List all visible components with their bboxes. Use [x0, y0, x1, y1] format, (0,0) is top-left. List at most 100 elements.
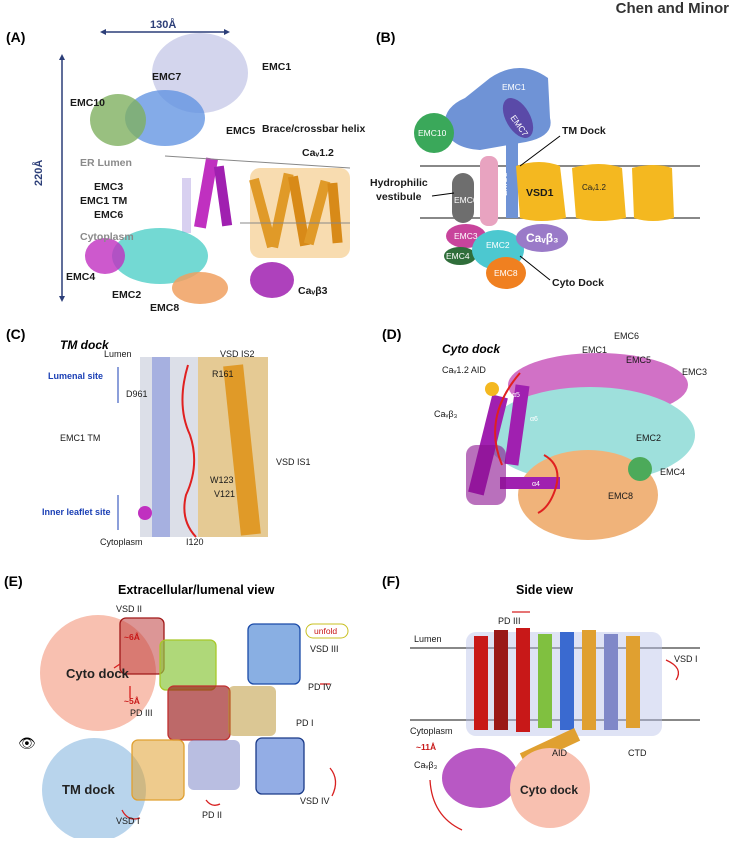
label-5a: ~5Å: [124, 696, 140, 706]
label-cytoplasm: Cytoplasm: [100, 537, 143, 547]
label-emc3: EMC3: [94, 181, 123, 193]
label-emc2: EMC2: [636, 433, 661, 443]
panel-b-letter: (B): [376, 29, 395, 45]
label-tm-dock: TM dock: [62, 782, 115, 797]
vestibule-leader: [432, 193, 454, 196]
rotation-arrow: [330, 768, 336, 796]
label-aid: Caᵥ1.2 AID: [442, 365, 486, 375]
label-emc4: EMC4: [66, 271, 95, 283]
label-aid: AID: [552, 748, 568, 758]
label-cav12: Caᵥ1.2: [302, 147, 334, 159]
label-r161: R161: [212, 369, 234, 379]
label-cyto-dock: Cyto dock: [520, 783, 578, 797]
emc1-tm-helix: [152, 357, 170, 537]
label-emc8: EMC8: [608, 491, 633, 501]
cavb3-core: [466, 445, 506, 505]
panel-f: (F) Side view PD III Lumen VSD I Cytopla…: [370, 568, 735, 838]
label-emc2: EMC2: [486, 240, 510, 250]
emc1-tm-helix: [182, 178, 191, 233]
panel-e: (E) Extracellular/lumenal view 👁 unfold: [0, 568, 370, 838]
label-ctd: CTD: [628, 748, 647, 758]
label-pd1: PD I: [296, 718, 314, 728]
label-emc1: EMC1: [582, 345, 607, 355]
label-cyto-dock: Cyto dock: [66, 666, 130, 681]
label-emc6: EMC6: [454, 195, 478, 205]
height-dimension-label: 220Å: [32, 160, 45, 186]
label-vsd4: VSD IV: [300, 796, 330, 806]
aid-helix: [485, 382, 499, 396]
pd-center: [168, 686, 276, 740]
arrowhead: [59, 296, 65, 302]
label-pd2: PD II: [202, 810, 222, 820]
arrowhead: [59, 54, 65, 60]
label-emc10: EMC10: [418, 128, 447, 138]
label-emc5: EMC5: [226, 125, 255, 137]
label-vsd-is2: VSD IS2: [220, 349, 255, 359]
arrowhead: [100, 29, 106, 35]
label-tm-dock: TM Dock: [562, 125, 606, 137]
panel-d: (D) Cyto dock EMC6 EMC1 EMC5 EMC3 Caᵥ1.2…: [370, 325, 735, 550]
label-pd3: PD III: [130, 708, 153, 718]
label-emc4: EMC4: [446, 251, 470, 261]
panel-a-figure: (A) 130Å 220Å EMC1 EMC7 EMC10 EMC5 Brace…: [0, 18, 370, 313]
cavb3-helix: [500, 477, 560, 489]
label-emc1: EMC1: [262, 61, 291, 73]
label-emc5: EMC5: [626, 355, 651, 365]
label-6a: ~6Å: [124, 632, 140, 642]
emc4-surface: [628, 457, 652, 481]
panel-f-title: Side view: [516, 583, 573, 597]
panel-d-letter: (D): [382, 326, 401, 342]
panel-e-figure: (E) Extracellular/lumenal view 👁 unfold: [0, 568, 370, 838]
label-emc2: EMC2: [112, 289, 141, 301]
author-header: Chen and Minor: [616, 0, 729, 17]
label-vsd1: VSD1: [526, 187, 554, 199]
panel-f-letter: (F): [382, 573, 400, 589]
emc5-shape: [480, 156, 498, 226]
label-vsd1: VSD I: [116, 816, 140, 826]
cav12-side-structure: [466, 628, 662, 736]
emc8-structure: [172, 272, 228, 304]
pd3-box: [160, 640, 216, 690]
label-pd3: PD III: [498, 616, 521, 626]
label-vsd-is1: VSD IS1: [276, 457, 311, 467]
panel-b: (B) EMC1 EMC7 EMC10 TM Dock EMC6 EMC5 VS…: [370, 18, 735, 313]
label-cavb3: Caᵥβ₃: [434, 409, 458, 419]
panel-e-title: Extracellular/lumenal view: [118, 583, 275, 597]
label-er-lumen: ER Lumen: [80, 157, 132, 169]
label-vsd3: VSD III: [310, 644, 339, 654]
label-11a: ~11Å: [416, 742, 436, 752]
panel-a-letter: (A): [6, 29, 25, 45]
panel-c-letter: (C): [6, 326, 25, 342]
emc1-shape: [445, 68, 551, 150]
label-a6: α6: [530, 416, 538, 423]
label-vsd1: VSD I: [674, 654, 698, 664]
label-a4: α4: [532, 481, 540, 488]
vsd1-box: [132, 740, 184, 800]
label-unfold: unfold: [314, 626, 337, 636]
label-emc7: EMC7: [152, 71, 181, 83]
label-emc3: EMC3: [682, 367, 707, 377]
emc4-structure: [85, 238, 125, 274]
label-vestibule: vestibule: [376, 191, 422, 203]
label-d961: D961: [126, 389, 148, 399]
panel-e-letter: (E): [4, 573, 23, 589]
cav12-structure: [249, 168, 350, 258]
cav12-domain: [572, 164, 626, 221]
cav12-domain: [632, 165, 674, 221]
label-cavb3: Caᵥβ3: [298, 285, 328, 297]
rotation-arrow: [206, 800, 220, 805]
label-lumen: Lumen: [414, 634, 442, 644]
label-emc4: EMC4: [660, 467, 685, 477]
panel-c: (C) TM dock Lumen VSD IS2 Lumenal site R…: [0, 325, 370, 550]
panel-c-title: TM dock: [60, 338, 110, 352]
vsd4-box: [256, 738, 304, 794]
label-vsd2: VSD II: [116, 604, 142, 614]
pd2-box: [188, 740, 240, 790]
label-cytoplasm: Cytoplasm: [80, 231, 134, 243]
label-v121: V121: [214, 489, 235, 499]
arrowhead: [224, 29, 230, 35]
lipid-site: [138, 506, 152, 520]
panel-f-figure: (F) Side view PD III Lumen VSD I Cytopla…: [370, 568, 735, 838]
label-emc3: EMC3: [454, 231, 478, 241]
label-cav12: Caᵥ1.2: [582, 183, 606, 192]
